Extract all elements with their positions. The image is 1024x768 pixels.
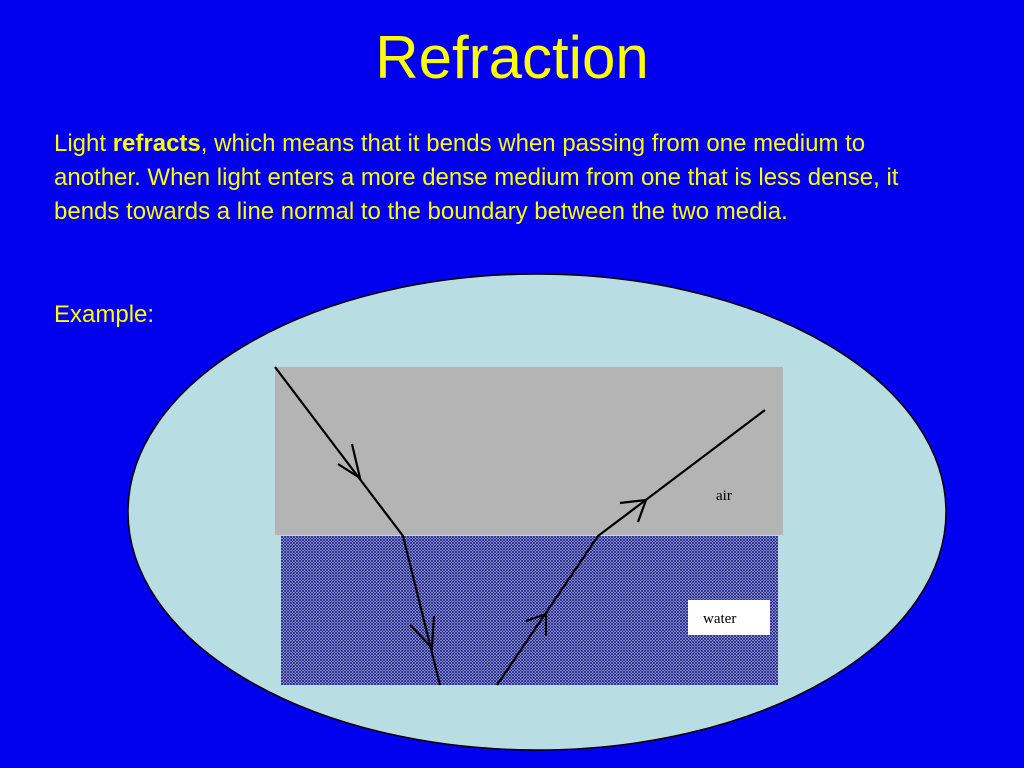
body-paragraph: Light refracts, which means that it bend… bbox=[54, 127, 954, 229]
example-label: Example: bbox=[54, 301, 155, 328]
water-label: water bbox=[703, 611, 736, 627]
incident-ray-left bbox=[274, 366, 442, 686]
air-label: air bbox=[716, 488, 732, 504]
paragraph-rest: , which means that it bends when passing… bbox=[54, 130, 899, 225]
arrowhead-left-air bbox=[337, 443, 362, 481]
arrowhead-left-water bbox=[409, 615, 436, 651]
water-label-box bbox=[688, 600, 770, 635]
slide-title: Refraction bbox=[375, 24, 649, 91]
arrowhead-right-air bbox=[619, 498, 648, 523]
paragraph-prefix: Light bbox=[54, 130, 113, 157]
air-region bbox=[275, 367, 783, 535]
refracted-ray-right bbox=[496, 409, 766, 686]
paragraph-emphasis: refracts bbox=[112, 130, 201, 157]
arrowhead-right-water bbox=[525, 612, 548, 636]
